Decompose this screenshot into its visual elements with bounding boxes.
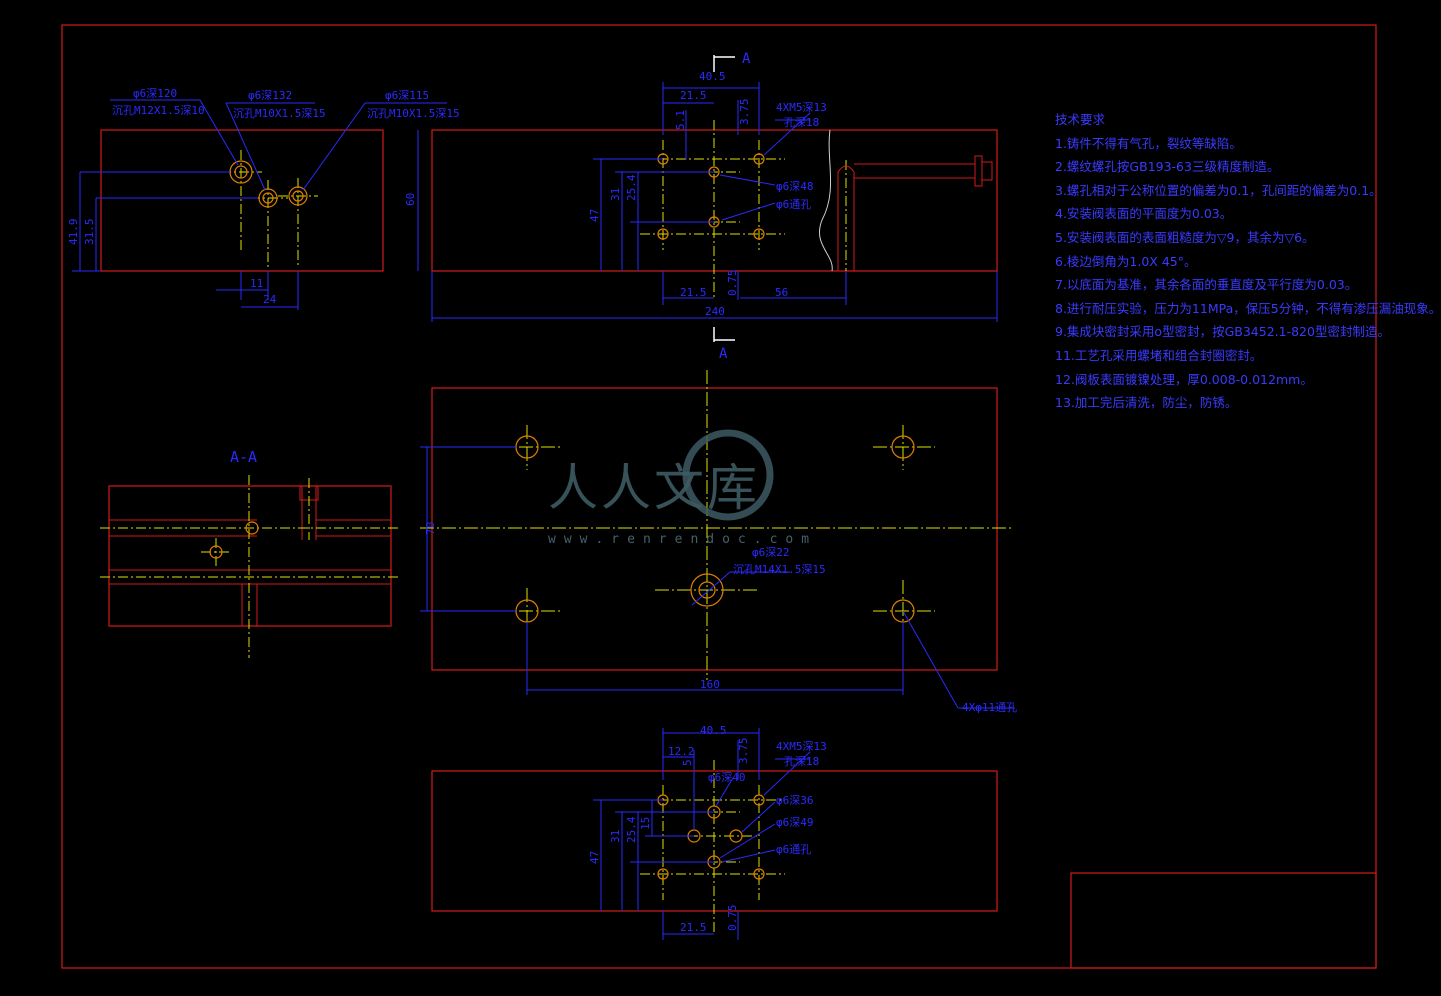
left-callout-3-bottom: 沉孔M10X1.5深15 bbox=[367, 107, 460, 120]
bottom-dim-5: 5 bbox=[681, 759, 694, 766]
note-item: 6.棱边倒角为1.0X 45°。 bbox=[1055, 253, 1197, 269]
plan-callout-top: φ6深22 bbox=[752, 546, 790, 559]
top-dim-40-5: 40.5 bbox=[699, 70, 726, 83]
note-item: 2.螺纹螺孔按GB193-63三级精度制造。 bbox=[1055, 159, 1280, 175]
top-dim-5-1: 5.1 bbox=[674, 110, 687, 130]
left-callout-2-top: φ6深132 bbox=[248, 89, 292, 102]
left-dim-24: 24 bbox=[263, 293, 277, 306]
left-dim-41-9: 41.9 bbox=[67, 219, 80, 246]
top-dim-4xm5: 4XM5深13 bbox=[776, 101, 827, 114]
bottom-dim-21-5: 21.5 bbox=[680, 921, 707, 934]
top-dim-phi6-through: φ6通孔 bbox=[776, 198, 811, 211]
break-line bbox=[819, 129, 833, 272]
note-item: 7.以底面为基准，其余各面的垂直度及平行度为0.03。 bbox=[1055, 277, 1358, 293]
plan-view-outline bbox=[431, 387, 998, 671]
left-callout-1-bottom: 沉孔M12X1.5深10 bbox=[112, 104, 205, 117]
note-item: 11.工艺孔采用螺堵和组合封圈密封。 bbox=[1055, 347, 1263, 363]
watermark-logo bbox=[682, 429, 774, 521]
plan-dim-160: 160 bbox=[700, 678, 720, 691]
left-callout-1-top: φ6深120 bbox=[133, 87, 177, 100]
top-dim-47: 47 bbox=[588, 209, 601, 222]
note-item: 8.进行耐压实验，压力为11MPa，保压5分钟，不得有渗压漏油现象。 bbox=[1055, 300, 1441, 316]
top-dim-0-75: 0.75 bbox=[726, 270, 739, 297]
note-item: 12.阀板表面镀镍处理，厚0.008-0.012mm。 bbox=[1055, 371, 1313, 387]
plan-view: 70 160 4Xφ11通孔 φ6深22 沉孔M14X1.5深15 bbox=[420, 370, 1017, 714]
note-item: 5.安装阀表面的表面粗糙度为▽9，其余为▽6。 bbox=[1055, 229, 1315, 245]
bottom-dim-phi6-40: φ6深40 bbox=[708, 771, 746, 784]
title-block bbox=[1070, 872, 1377, 969]
note-item: 4.安装阀表面的平面度为0.03。 bbox=[1055, 206, 1233, 222]
bottom-dim-0-75: 0.75 bbox=[726, 905, 739, 932]
notes-title: 技术要求 bbox=[1055, 112, 1106, 127]
top-dim-31: 31 bbox=[609, 188, 622, 201]
bottom-dim-47: 47 bbox=[588, 851, 601, 864]
top-dim-3-75: 3.75 bbox=[738, 99, 751, 126]
left-callout-3-top: φ6深115 bbox=[385, 89, 429, 102]
left-side-view: φ6深120 沉孔M12X1.5深10 φ6深132 沉孔M10X1.5深15 … bbox=[67, 87, 460, 310]
bottom-dim-4xm5: 4XM5深13 bbox=[776, 740, 827, 753]
top-dim-240: 240 bbox=[705, 305, 725, 318]
bottom-dim-25-4: 25.4 bbox=[625, 816, 638, 843]
top-dim-60: 60 bbox=[404, 193, 417, 206]
note-item: 13.加工完后清洗，防尘，防锈。 bbox=[1055, 395, 1238, 411]
plan-dim-70: 70 bbox=[424, 522, 437, 535]
left-callout-2-bottom: 沉孔M10X1.5深15 bbox=[233, 107, 326, 120]
section-outline bbox=[108, 485, 392, 627]
drawing-border bbox=[61, 24, 1377, 969]
top-view: 40.5 21.5 3.75 5.1 4XM5深13 孔深18 60 47 31… bbox=[404, 51, 998, 362]
top-dim-hole-depth: 孔深18 bbox=[784, 116, 819, 129]
bottom-dim-hole-depth: 孔深18 bbox=[784, 755, 819, 768]
top-dim-21-5-a: 21.5 bbox=[680, 89, 707, 102]
note-item: 1.铸件不得有气孔，裂纹等缺陷。 bbox=[1055, 135, 1242, 151]
cad-drawing: φ6深120 沉孔M12X1.5深10 φ6深132 沉孔M10X1.5深15 … bbox=[61, 24, 1377, 969]
section-mark-top: A bbox=[742, 51, 751, 67]
note-item: 9.集成块密封采用o型密封，按GB3452.1-820型密封制造。 bbox=[1055, 324, 1390, 340]
bottom-dim-phi6-36: φ6深36 bbox=[776, 794, 814, 807]
left-dim-31-5: 31.5 bbox=[83, 219, 96, 246]
bottom-dim-31: 31 bbox=[609, 830, 622, 843]
section-a-a-view: A-A bbox=[100, 448, 400, 658]
section-title: A-A bbox=[230, 448, 257, 466]
technical-requirements: 技术要求 1.铸件不得有气孔，裂纹等缺陷。 2.螺纹螺孔按GB193-63三级精… bbox=[1055, 108, 1441, 415]
watermark-url: www.renrendoc.com bbox=[548, 532, 818, 547]
watermark-text: 人人文库 bbox=[548, 459, 760, 517]
top-dim-25-4: 25.4 bbox=[625, 174, 638, 201]
top-dim-21-5-b: 21.5 bbox=[680, 286, 707, 299]
bottom-dim-40-5: 40.5 bbox=[700, 724, 727, 737]
bottom-view: 40.5 12.2 3.75 4XM5深13 孔深18 φ6深40 φ6深36 … bbox=[431, 724, 998, 940]
bottom-dim-15: 15 bbox=[639, 817, 652, 830]
left-view-outline bbox=[100, 129, 384, 272]
bottom-dim-3-75: 3.75 bbox=[737, 738, 750, 765]
drawing-canvas: φ6深120 沉孔M12X1.5深10 φ6深132 沉孔M10X1.5深15 … bbox=[61, 24, 1441, 969]
note-item: 3.螺孔相对于公称位置的偏差为0.1，孔间距的偏差为0.1。 bbox=[1055, 182, 1382, 198]
bottom-dim-phi6-through: φ6通孔 bbox=[776, 843, 811, 856]
plan-dim-4x-phi11: 4Xφ11通孔 bbox=[962, 701, 1017, 714]
top-dim-56: 56 bbox=[775, 286, 788, 299]
bottom-dim-phi6-49: φ6深49 bbox=[776, 816, 814, 829]
left-dim-11: 11 bbox=[250, 277, 263, 290]
plan-callout-bottom: 沉孔M14X1.5深15 bbox=[733, 563, 826, 576]
bottom-dim-12-2: 12.2 bbox=[668, 745, 695, 758]
section-mark-bottom: A bbox=[719, 346, 728, 362]
top-dim-phi6-48: φ6深48 bbox=[776, 180, 814, 193]
